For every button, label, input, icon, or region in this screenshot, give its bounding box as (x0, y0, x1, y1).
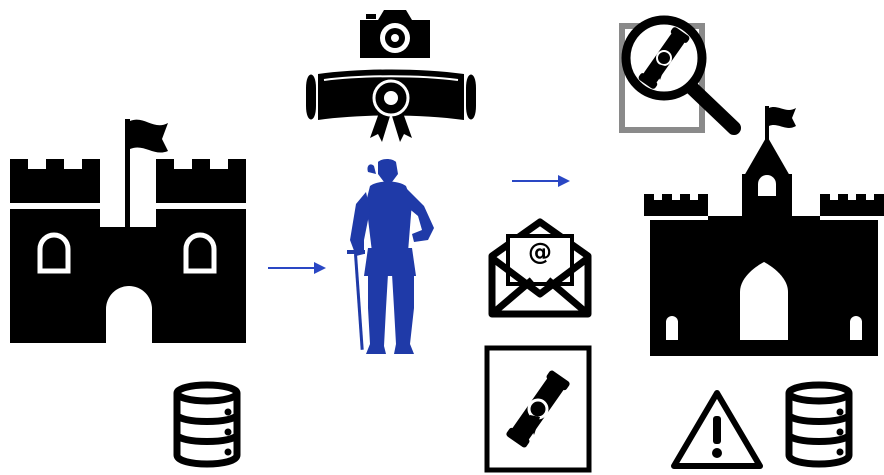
email-envelope-icon: @ (488, 218, 592, 318)
camera-icon (356, 8, 434, 60)
arrow-right-icon (268, 261, 328, 275)
knight-icon (344, 158, 439, 356)
left-database-icon (172, 382, 242, 466)
arrow-right-icon (512, 174, 572, 188)
left-castle-icon (8, 117, 248, 345)
framed-certificate-icon (484, 345, 592, 473)
right-database-icon (784, 382, 854, 466)
diploma-scroll-icon (302, 66, 480, 144)
right-castle-icon (644, 104, 884, 356)
email-at-symbol: @ (526, 238, 554, 266)
warning-icon (670, 388, 764, 470)
